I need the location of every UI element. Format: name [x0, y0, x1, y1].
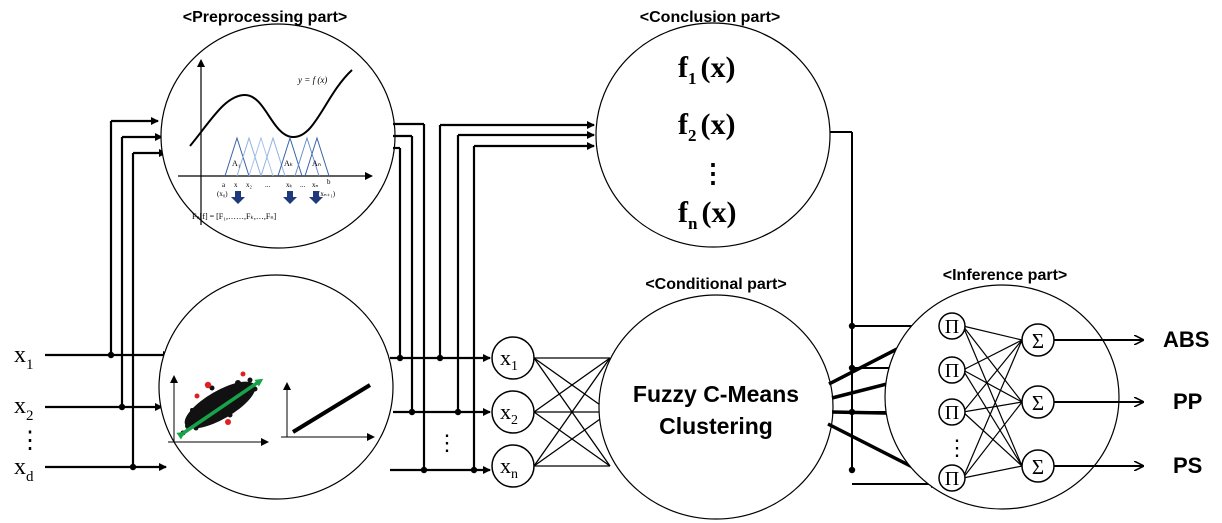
conclusion-title: <Conclusion part> — [640, 9, 780, 26]
conclusion-circle — [595, 22, 831, 248]
cond-to-fcm-links — [533, 357, 611, 467]
pi-dots: ⋮ — [946, 435, 968, 460]
conclusion-dots: ⋮ — [700, 159, 726, 188]
tick-x: x — [234, 181, 238, 189]
output-pp: PP — [1173, 389, 1202, 414]
cond-x2-label: x2 — [500, 399, 518, 428]
pi-symbol-3: Π — [945, 402, 959, 424]
sigma-symbol-2: Σ — [1032, 391, 1044, 415]
transform-formula: Fₙ[f] = [F₁,……,Fₖ,…,Fₙ] — [192, 212, 277, 221]
input-x2-label: x2 — [14, 393, 34, 424]
scatter-circle — [158, 274, 394, 500]
inference-title: <Inference part> — [943, 267, 1068, 284]
input-wires — [45, 117, 171, 471]
conclusion-functions: f1(x) f2(x) ⋮ fn(x) — [678, 51, 736, 233]
conclusion-f1: f1(x) — [678, 51, 735, 88]
input-xd-label: xd — [14, 454, 34, 485]
scatter-plots — [168, 371, 375, 446]
tick-a: a — [222, 181, 226, 189]
tick-xn1: (xₙ₊₁) — [318, 190, 336, 198]
preprocessing-title: <Preprocessing part> — [183, 9, 348, 26]
conditional-nodes: x1 x2 xn — [491, 336, 535, 488]
sigma-symbol-1: Σ — [1032, 329, 1044, 353]
sigma-nodes: Σ Σ Σ — [1021, 323, 1055, 483]
input-labels: x1 x2 ⋮ xd — [14, 342, 42, 485]
tick-b: b — [327, 178, 331, 186]
pi-symbol-2: Π — [945, 360, 959, 382]
input-junctions — [107, 351, 137, 471]
fcm-line2: Clustering — [659, 413, 773, 439]
pi-node-n — [938, 464, 966, 492]
transform-arrows — [231, 191, 323, 204]
middle-wires — [390, 121, 595, 474]
pi-node-3 — [938, 398, 966, 426]
output-ps: PS — [1173, 453, 1202, 478]
output-abs: ABS — [1163, 327, 1209, 352]
conclusion-f2: f2(x) — [678, 108, 735, 145]
conditional-title: <Conditional part> — [645, 276, 786, 293]
conclusion-fn: fn(x) — [678, 196, 736, 233]
membership-an: Aₙ — [312, 159, 321, 168]
membership-ak: Aₖ — [284, 159, 293, 168]
membership-a1: A₁ — [232, 159, 241, 168]
output-arrows — [1054, 340, 1143, 466]
tick-xk: xₖ — [286, 181, 293, 189]
pi-nodes: Π Π Π Π ⋮ — [938, 312, 968, 492]
pi-symbol-n: Π — [945, 468, 959, 490]
pi-symbol-1: Π — [945, 316, 959, 338]
tick-dots1: ... — [265, 181, 271, 189]
tick-x2: x₂ — [246, 181, 253, 189]
preprocessing-plot: y = f (x) A₁ Aₖ Aₙ a x x₂ ... xₖ ... xₙ … — [178, 59, 373, 225]
curve-label: y = f (x) — [297, 75, 327, 85]
fcm-circle — [598, 294, 834, 520]
middle-junctions — [396, 354, 478, 474]
inference-circle — [884, 284, 1120, 510]
cond-xn-label: xn — [500, 453, 518, 482]
pi-node-2 — [938, 356, 966, 384]
tick-dots2: ... — [300, 181, 306, 189]
fcm-line1: Fuzzy C-Means — [633, 381, 799, 407]
tick-xn: xₙ — [312, 181, 319, 189]
pi-sigma-links — [962, 325, 1023, 479]
cond-x1-label: x1 — [500, 345, 518, 374]
tick-x0: (x₀) — [217, 190, 228, 198]
sigma-symbol-3: Σ — [1032, 455, 1044, 479]
input-dots: ⋮ — [18, 428, 42, 454]
pi-node-1 — [938, 312, 966, 340]
input-x1-label: x1 — [14, 342, 34, 373]
middle-dots: ⋮ — [436, 430, 458, 455]
